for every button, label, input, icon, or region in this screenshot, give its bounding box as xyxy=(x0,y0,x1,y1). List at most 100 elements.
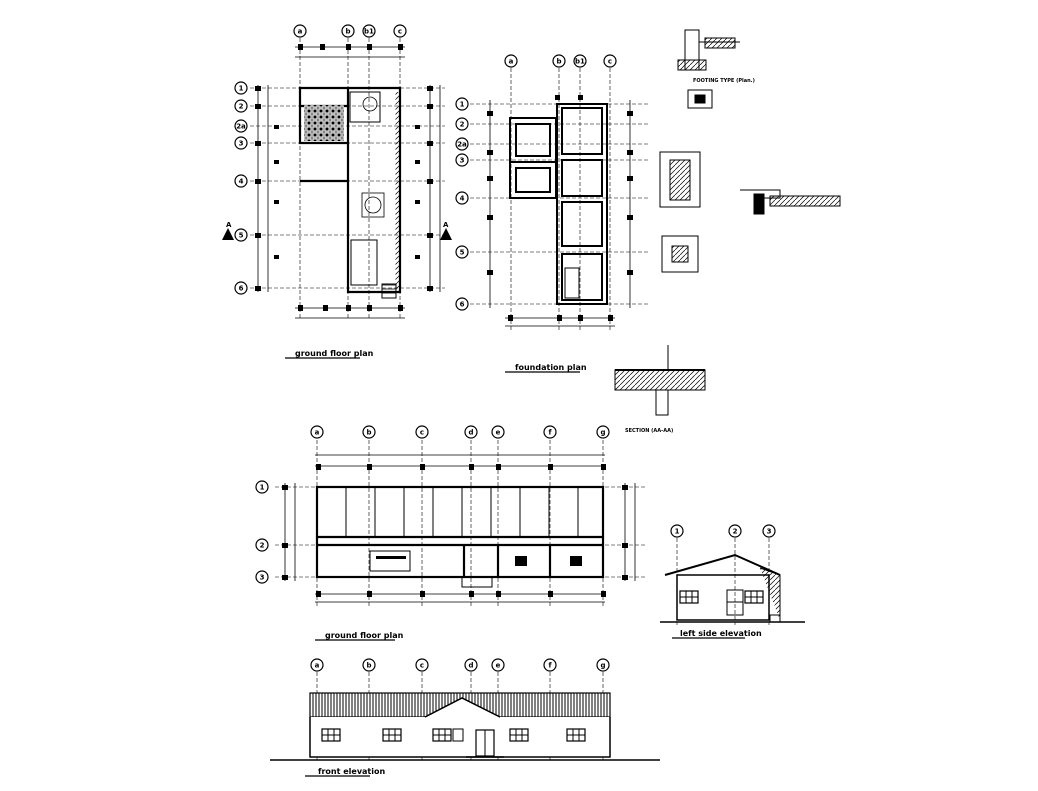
ground-floor-plan-bottom: ground floor plan xyxy=(275,440,645,641)
svg-text:c: c xyxy=(608,58,612,66)
grid-bubble-bottom-plan-row: 1 xyxy=(255,480,269,494)
svg-text:c: c xyxy=(420,429,424,437)
ground-floor-plan-title-bottom: ground floor plan xyxy=(325,631,404,640)
svg-text:d: d xyxy=(468,429,473,437)
grid-bubble-front-elevation: f xyxy=(543,658,557,672)
foundation-plan: foundation plan xyxy=(470,68,650,373)
svg-text:2: 2 xyxy=(239,103,244,111)
grid-bubble-top-plan-row: 2a xyxy=(234,119,248,133)
grid-bubble-top-plan-row: 1 xyxy=(234,81,248,95)
svg-text:f: f xyxy=(548,662,552,670)
svg-text:b: b xyxy=(366,662,371,670)
svg-text:a: a xyxy=(315,662,320,670)
svg-text:1: 1 xyxy=(675,528,680,536)
svg-text:1: 1 xyxy=(260,484,265,492)
section-marker-left: A xyxy=(226,221,232,229)
grid-bubble-top-plan-col: b1 xyxy=(362,24,376,38)
svg-text:b: b xyxy=(556,58,561,66)
grid-bubble-top-plan-row: 5 xyxy=(234,228,248,242)
grid-bubble-top-plan-col: a xyxy=(293,24,307,38)
grid-bubble-bottom-plan-col: a xyxy=(310,425,324,439)
svg-text:2: 2 xyxy=(733,528,738,536)
svg-text:1: 1 xyxy=(239,85,244,93)
svg-text:a: a xyxy=(298,28,303,36)
grid-bubble-front-elevation: a xyxy=(310,658,324,672)
grid-bubble-foundation-col: b1 xyxy=(573,54,587,68)
grid-bubble-front-elevation: e xyxy=(491,658,505,672)
svg-text:6: 6 xyxy=(460,301,465,309)
ground-floor-plan-title-top: ground floor plan xyxy=(295,349,374,358)
grid-bubble-bottom-plan-col: e xyxy=(491,425,505,439)
grid-bubble-left-elevation: 2 xyxy=(728,524,742,538)
left-side-elevation: left side elevation xyxy=(660,538,805,639)
svg-text:c: c xyxy=(398,28,402,36)
grid-bubble-foundation-row: 2a xyxy=(455,137,469,151)
grid-bubble-front-elevation: b xyxy=(362,658,376,672)
svg-text:3: 3 xyxy=(239,140,244,148)
svg-text:3: 3 xyxy=(460,157,465,165)
grid-bubble-foundation-col: c xyxy=(603,54,617,68)
foundation-plan-title: foundation plan xyxy=(515,363,587,372)
grid-bubble-foundation-row: 6 xyxy=(455,297,469,311)
svg-text:a: a xyxy=(315,429,320,437)
grid-bubbles: a b b1 c 1 2 2a 3 4 5 6 a b b1 c 1 2 2a 3 4 5 6 a b c d e f g 1 2 3 1 2 3 a… xyxy=(234,24,776,672)
grid-bubble-top-plan-col: b xyxy=(341,24,355,38)
svg-text:b1: b1 xyxy=(575,58,585,66)
svg-text:a: a xyxy=(509,58,514,66)
svg-text:5: 5 xyxy=(239,232,244,240)
svg-text:g: g xyxy=(600,429,605,437)
grid-bubble-left-elevation: 1 xyxy=(670,524,684,538)
svg-text:b: b xyxy=(345,28,350,36)
grid-bubble-foundation-row: 4 xyxy=(455,191,469,205)
grid-bubble-bottom-plan-col: g xyxy=(596,425,610,439)
svg-text:2a: 2a xyxy=(236,123,246,131)
svg-text:d: d xyxy=(468,662,473,670)
front-elevation-title: front elevation xyxy=(318,767,385,776)
svg-text:5: 5 xyxy=(460,249,465,257)
grid-bubble-bottom-plan-col: b xyxy=(362,425,376,439)
svg-text:e: e xyxy=(496,429,501,437)
svg-text:4: 4 xyxy=(460,195,465,203)
front-elevation: front elevation xyxy=(270,672,660,777)
svg-text:f: f xyxy=(548,429,552,437)
grid-bubble-left-elevation: 3 xyxy=(762,524,776,538)
svg-text:1: 1 xyxy=(460,101,465,109)
grid-bubble-foundation-col: b xyxy=(552,54,566,68)
svg-text:2: 2 xyxy=(460,121,465,129)
grid-bubble-bottom-plan-row: 3 xyxy=(255,570,269,584)
grid-bubble-top-plan-row: 3 xyxy=(234,136,248,150)
svg-text:6: 6 xyxy=(239,285,244,293)
svg-text:2a: 2a xyxy=(457,141,467,149)
grid-bubble-top-plan-row: 6 xyxy=(234,281,248,295)
grid-bubble-bottom-plan-col: d xyxy=(464,425,478,439)
svg-text:g: g xyxy=(600,662,605,670)
section-marker-right: A xyxy=(443,221,449,229)
grid-bubble-top-plan-row: 2 xyxy=(234,99,248,113)
grid-bubble-foundation-row: 3 xyxy=(455,153,469,167)
grid-bubble-front-elevation: d xyxy=(464,658,478,672)
footing-type-title: FOOTING TYPE (Plan.) xyxy=(693,78,755,84)
grid-bubble-bottom-plan-col: f xyxy=(543,425,557,439)
section-aa-title: SECTION (AA-AA) xyxy=(625,428,673,434)
ground-floor-plan-top: A A ground floor plan xyxy=(222,38,452,359)
grid-bubble-bottom-plan-row: 2 xyxy=(255,538,269,552)
grid-bubble-foundation-row: 5 xyxy=(455,245,469,259)
svg-text:4: 4 xyxy=(239,178,244,186)
footing-details: FOOTING TYPE (Plan.) SECTION (AA-AA) xyxy=(614,29,841,434)
svg-text:b: b xyxy=(366,429,371,437)
grid-bubble-top-plan-row: 4 xyxy=(234,174,248,188)
left-side-elevation-title: left side elevation xyxy=(680,629,762,638)
grid-bubble-bottom-plan-col: c xyxy=(415,425,429,439)
grid-bubble-foundation-row: 1 xyxy=(455,97,469,111)
grid-bubble-front-elevation: g xyxy=(596,658,610,672)
svg-text:c: c xyxy=(420,662,424,670)
grid-bubble-foundation-col: a xyxy=(504,54,518,68)
grid-bubble-top-plan-col: c xyxy=(393,24,407,38)
svg-text:3: 3 xyxy=(260,574,265,582)
svg-text:3: 3 xyxy=(767,528,772,536)
grid-bubble-foundation-row: 2 xyxy=(455,117,469,131)
svg-text:2: 2 xyxy=(260,542,265,550)
svg-text:e: e xyxy=(496,662,501,670)
svg-text:b1: b1 xyxy=(364,28,374,36)
